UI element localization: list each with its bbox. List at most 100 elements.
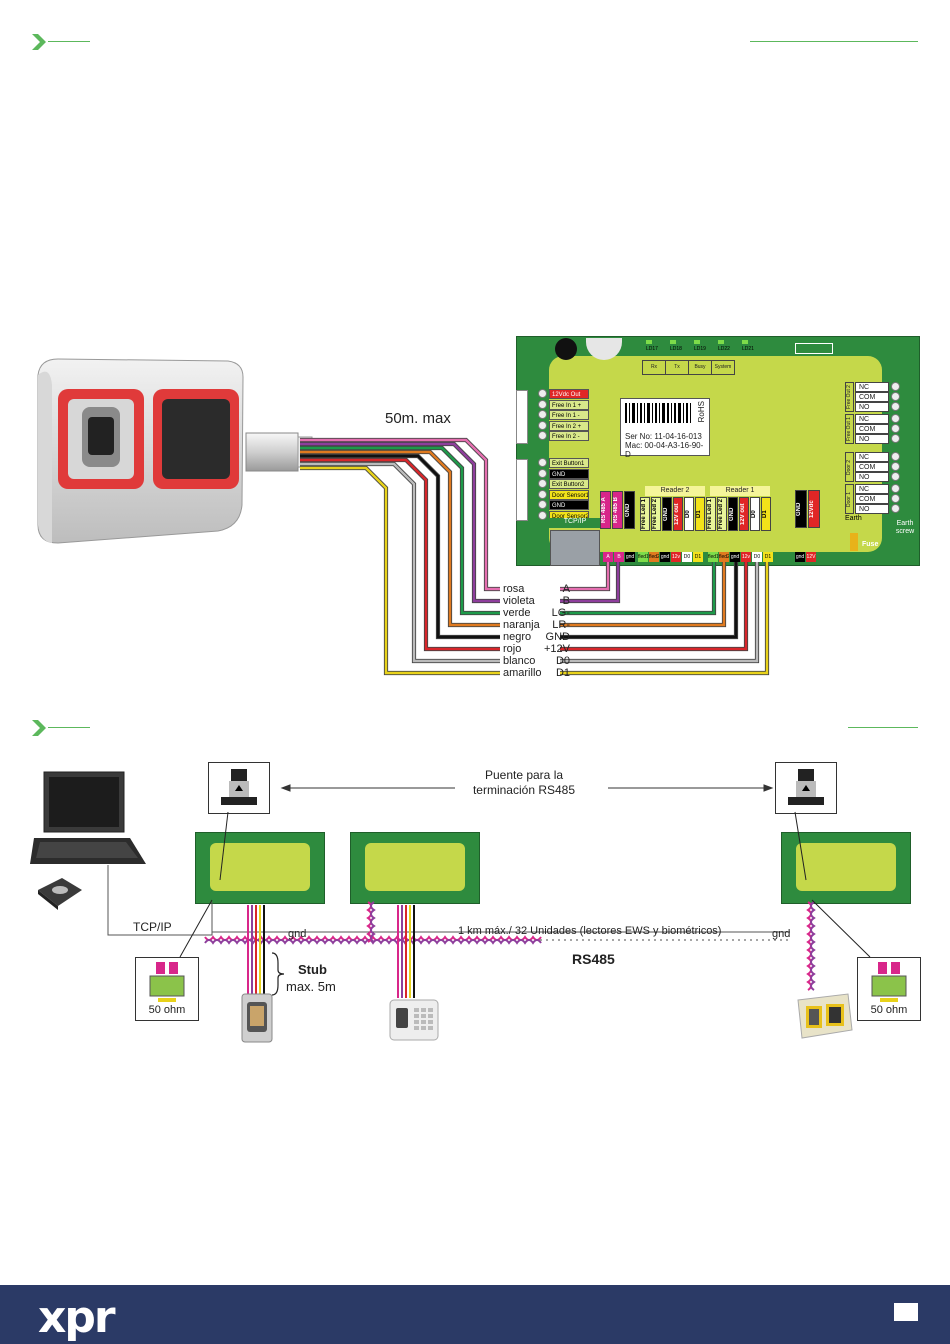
chevron-right-icon — [32, 34, 46, 50]
battery-icon — [555, 338, 577, 360]
pin-0: A — [603, 552, 613, 562]
wire-pin-0: A — [562, 583, 570, 595]
section2-rule-right — [848, 727, 918, 728]
pin-5: D1 — [763, 552, 773, 562]
chevron-right-icon — [32, 720, 46, 736]
bridge-label-line1: Puente para la — [484, 768, 564, 782]
relay-term-1-1: COM — [855, 424, 889, 434]
led-indicator-4 — [742, 340, 748, 344]
reader-device-1 — [241, 993, 273, 1043]
relay-screw-0-1 — [891, 392, 900, 401]
terminal-label-1: GND — [549, 468, 589, 479]
wire-name-6: blanco — [503, 655, 538, 667]
tcpip-label: TCP/IP — [548, 518, 602, 528]
relay-screw-3-1 — [891, 494, 900, 503]
relay-term-3-1: COM — [855, 494, 889, 504]
reader-device-3 — [797, 993, 853, 1039]
wire-rojo — [300, 457, 749, 652]
jumper-icon — [221, 769, 257, 805]
relay-screw-1-0 — [891, 414, 900, 423]
relay-screw-0-0 — [891, 382, 900, 391]
screw-2 — [538, 479, 547, 488]
bridge-callout-left — [208, 762, 270, 814]
terminal-label-4: Free In 2 - — [549, 431, 589, 441]
terminal-label-0: 12Vdc Out — [549, 389, 589, 399]
screw-1 — [538, 468, 547, 478]
pin-0: gnd — [795, 552, 805, 562]
resistor-callout-left: 50 ohm — [135, 957, 199, 1021]
led-indicator-0 — [646, 340, 652, 344]
screw-3 — [538, 489, 547, 499]
wire-name-0: rosa — [503, 583, 527, 595]
pin-1: 12V — [806, 552, 816, 562]
terminator-icon — [149, 962, 185, 1002]
screw-1 — [538, 399, 547, 409]
relay-term-3-2: NO — [855, 504, 889, 514]
pin-2: gnd — [625, 552, 635, 562]
pin-2: gnd — [660, 552, 670, 562]
wire-pin-3: LR- — [552, 619, 570, 631]
pin-3: 12v — [741, 552, 751, 562]
reader1-title: Reader 1 — [710, 486, 770, 496]
led-label-1: LD18 — [670, 346, 682, 352]
screw-0 — [538, 458, 547, 467]
connector-icon — [795, 343, 833, 354]
reader2-title: Reader 2 — [645, 486, 705, 496]
wire-name-7: amarillo — [503, 667, 544, 679]
relay-screw-0-2 — [891, 402, 900, 411]
wire-rosa — [300, 437, 611, 592]
relay-screw-3-2 — [891, 504, 900, 513]
wire-name-3: naranja — [503, 619, 542, 631]
stub-title: Stub — [298, 962, 327, 977]
wire-pin-7: D1 — [555, 667, 570, 679]
reader-device-2 — [389, 999, 439, 1041]
wire-pin-2: LG- — [551, 607, 570, 619]
wiring-diagram-1 — [300, 437, 770, 676]
pin-2: gnd — [730, 552, 740, 562]
controller-board-2 — [350, 832, 480, 904]
ohm-label-right: 50 ohm — [870, 1004, 908, 1016]
relay-term-2-2: NO — [855, 472, 889, 482]
relay-term-0-0: NC — [855, 382, 889, 392]
screw-4 — [538, 431, 547, 440]
rs485-bus — [107, 811, 871, 998]
terminal-label-2: Exit Button2 — [549, 479, 589, 489]
relay-screw-3-0 — [891, 484, 900, 493]
gnd-label-right: gnd — [772, 928, 791, 940]
wire-violeta — [300, 441, 621, 604]
led-label-4: LD21 — [742, 346, 754, 352]
led-indicator-2 — [694, 340, 700, 344]
terminal-label-2: Free In 1 - — [549, 410, 589, 420]
wiring-diagram-2 — [107, 784, 871, 998]
pin-4: D0 — [752, 552, 762, 562]
relay-term-1-2: NO — [855, 434, 889, 444]
relay-screw-1-2 — [891, 434, 900, 443]
footer-bar — [0, 1285, 950, 1344]
page-number-box — [894, 1303, 918, 1321]
header-rule-right — [750, 41, 918, 42]
ohm-label-left: 50 ohm — [148, 1004, 186, 1016]
controller-board-1 — [195, 832, 325, 904]
pin-3: 12v — [671, 552, 681, 562]
terminator-icon — [871, 962, 907, 1002]
wire-pin-1: B — [562, 595, 570, 607]
buzzer-icon — [586, 338, 622, 360]
terminal-label-0: Exit Button1 — [549, 458, 589, 468]
xpr-logo: xpr — [38, 1292, 116, 1343]
screw-3 — [538, 420, 547, 430]
stub-sub: max. 5m — [286, 979, 336, 994]
relay-screw-2-2 — [891, 472, 900, 481]
terminal-label-3: Free In 2 + — [549, 420, 589, 431]
left-connector-b — [516, 459, 528, 521]
resistor-callout-right: 50 ohm — [857, 957, 921, 1021]
laptop-icon — [30, 771, 146, 864]
pin-4: D0 — [682, 552, 692, 562]
barcode-icon — [625, 403, 691, 423]
bridge-label-line2: terminación RS485 — [472, 783, 576, 797]
bridge-arrow — [280, 784, 774, 792]
earth-screw-label: Earth screw — [895, 520, 915, 535]
tcpip-label-2: TCP/IP — [133, 920, 172, 934]
bridge-callout-right — [775, 762, 837, 814]
